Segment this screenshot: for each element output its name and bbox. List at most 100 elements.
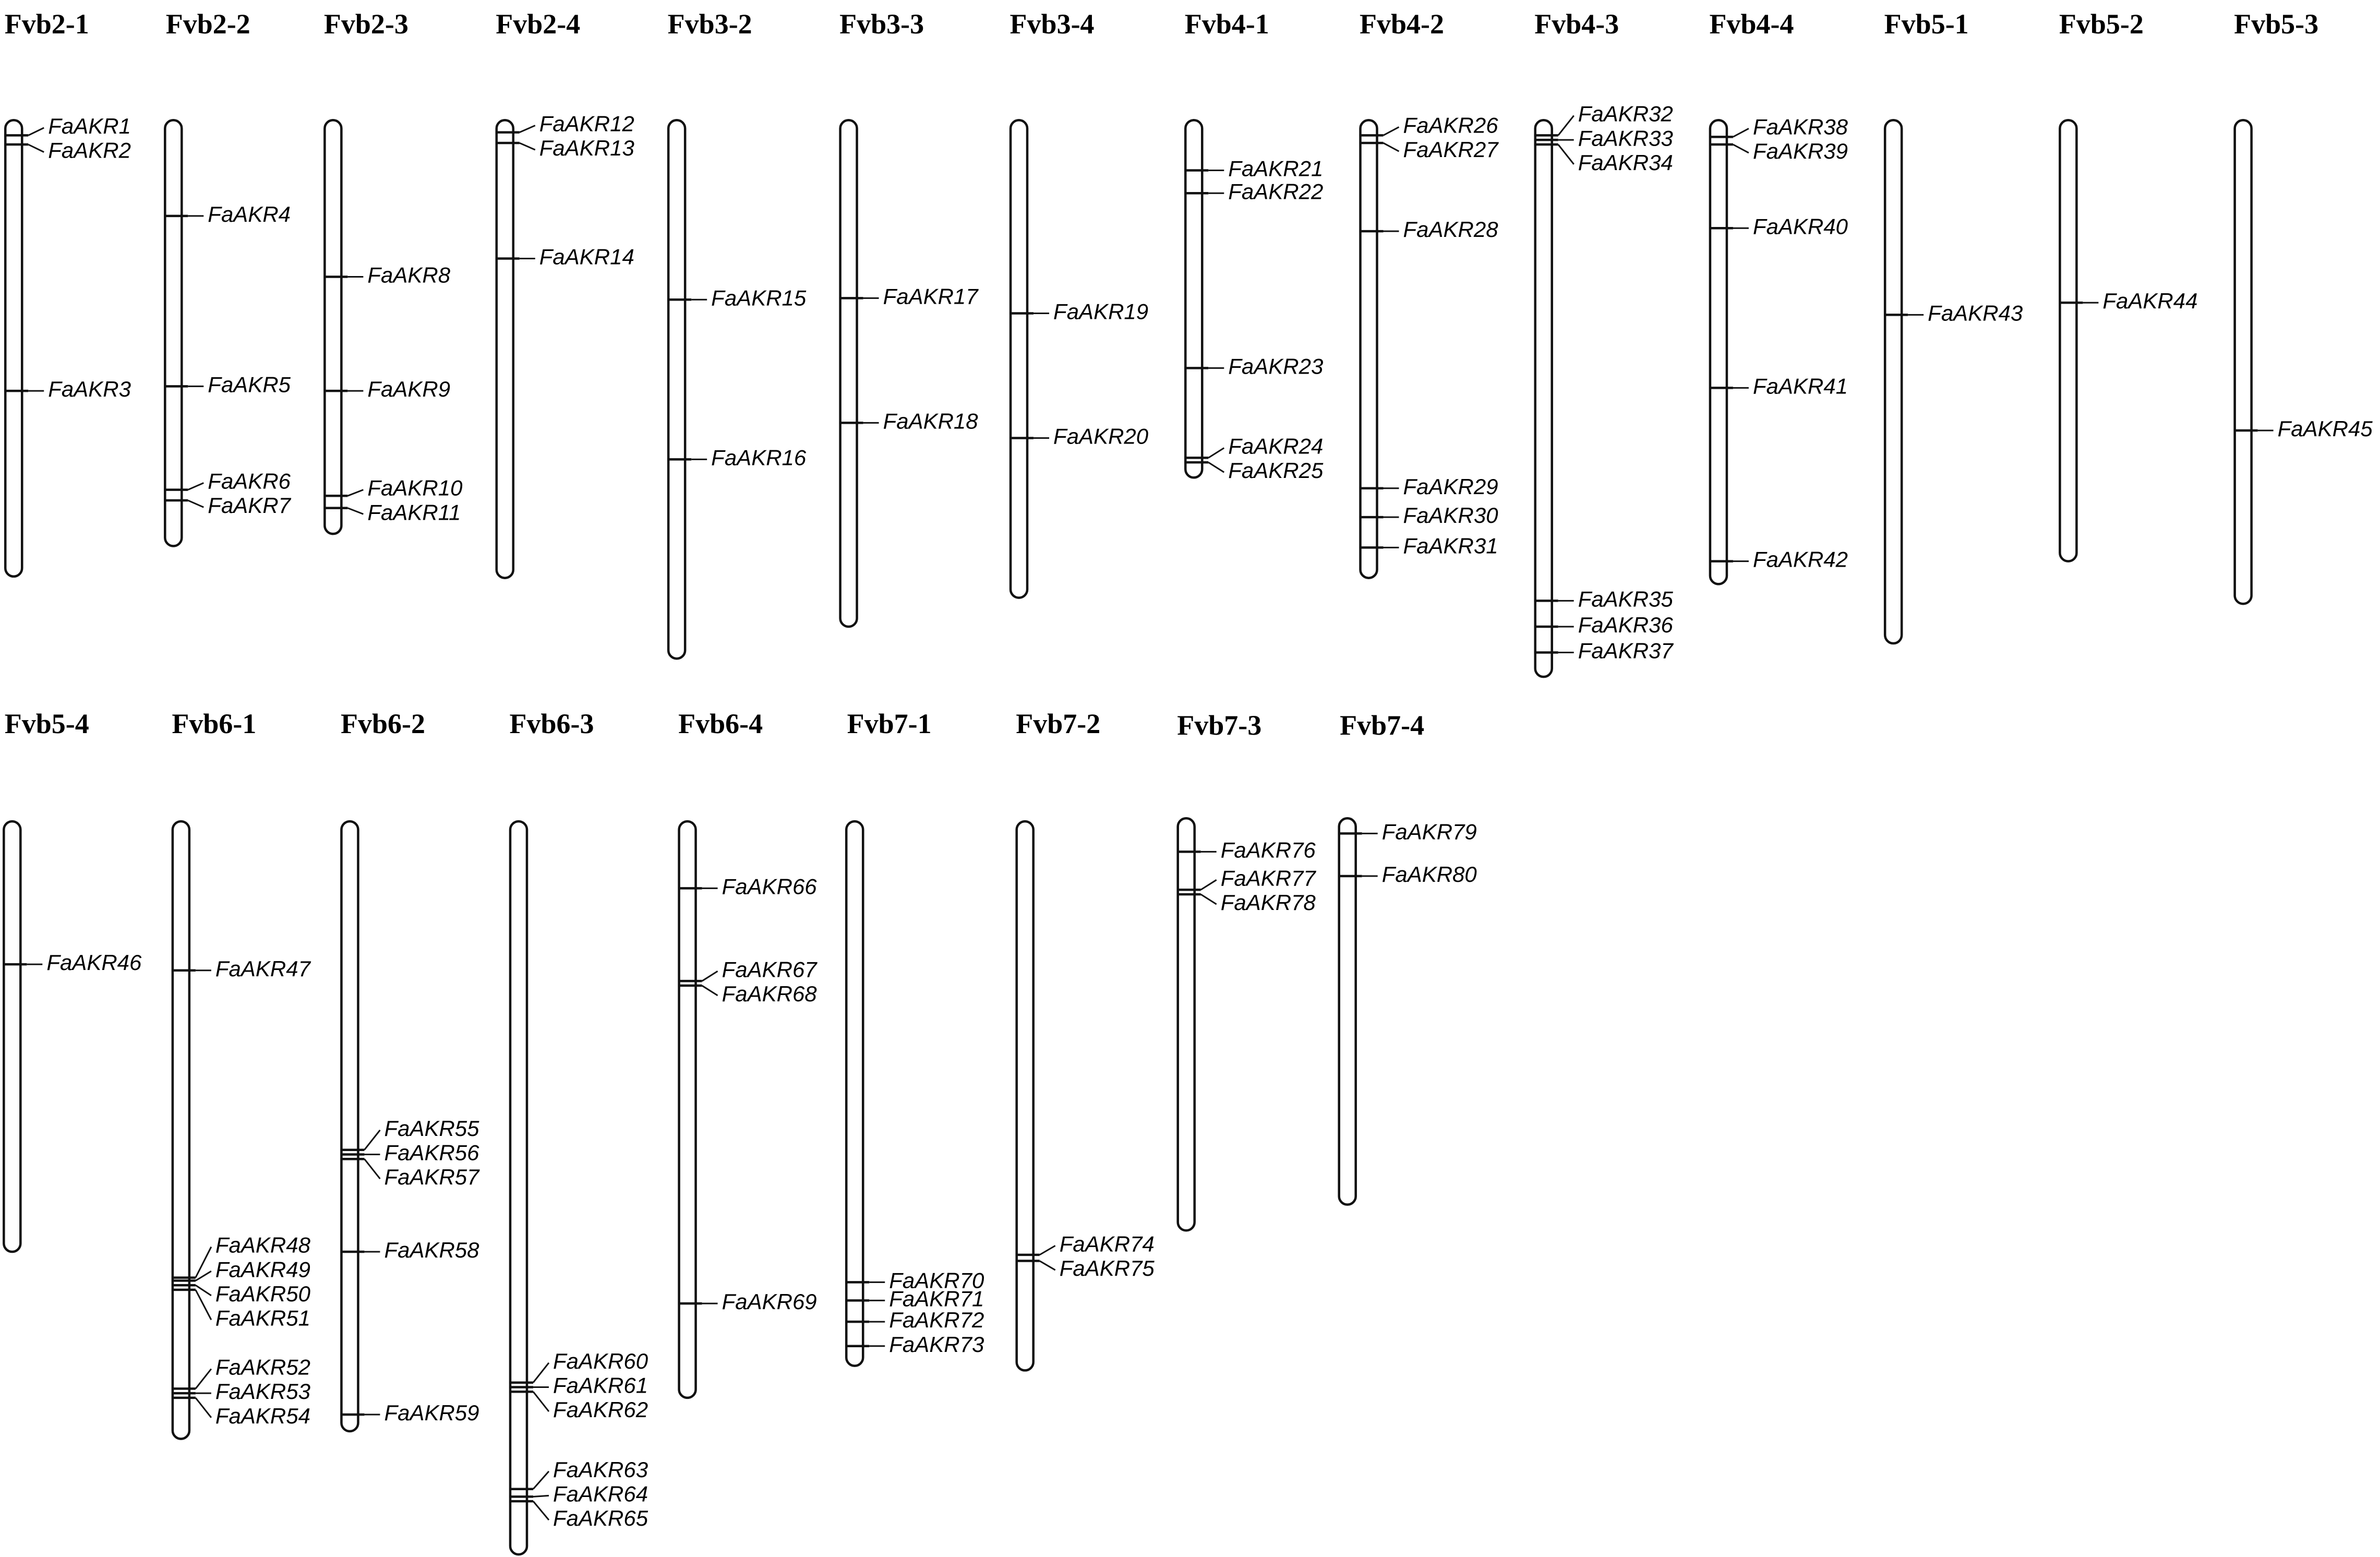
gene-leader-line [1557,115,1574,136]
gene-label: FaAKR40 [1753,214,1848,238]
gene-label: FaAKR20 [1053,424,1149,449]
chromosome-label: Fvb7-1 [847,708,932,739]
gene-label: FaAKR62 [553,1397,648,1422]
gene-label: FaAKR54 [215,1404,310,1428]
chromosome-bar [171,820,191,1440]
chromosome-bar [1009,119,1029,599]
chromosome-label: Fvb7-3 [1177,710,1261,741]
gene-label: FaAKR27 [1403,137,1499,162]
gene-leader-line [1383,142,1400,152]
chromosome-fvb6-3: Fvb6-3FaAKR60FaAKR61FaAKR62FaAKR63FaAKR6… [509,708,648,1556]
gene-label: FaAKR75 [1060,1256,1155,1280]
gene-label: FaAKR72 [889,1308,984,1332]
gene-leader-line [195,1289,212,1321]
gene-label: FaAKR51 [215,1306,310,1331]
gene-leader-line [519,125,536,133]
chromosome-label: Fvb4-4 [1709,8,1794,40]
chromosome-label: Fvb6-3 [510,708,594,739]
gene-label: FaAKR79 [1382,820,1477,844]
gene-label: FaAKR8 [367,263,450,288]
gene-label: FaAKR48 [215,1233,311,1257]
gene-label: FaAKR4 [208,202,291,226]
gene-label: FaAKR34 [1578,150,1673,175]
gene-label: FaAKR65 [553,1506,648,1530]
gene-label: FaAKR57 [384,1165,480,1189]
gene-label: FaAKR61 [553,1373,648,1398]
gene-label: FaAKR69 [722,1289,817,1314]
gene-leader-line [364,1129,381,1151]
chromosome-bar [1338,817,1357,1206]
gene-label: FaAKR46 [46,950,142,975]
gene-label: FaAKR2 [48,138,131,163]
chromosome-bar [1176,817,1196,1232]
gene-label: FaAKR18 [883,409,979,433]
gene-label: FaAKR71 [889,1286,984,1311]
chromosome-bar [4,119,23,578]
gene-leader-line [1200,893,1217,905]
gene-label: FaAKR7 [208,493,291,518]
gene-label: FaAKR32 [1578,102,1673,126]
gene-label: FaAKR68 [722,981,818,1006]
gene-label: FaAKR80 [1382,862,1477,887]
gene-leader-line [533,1494,549,1498]
gene-leader-line [532,1362,550,1383]
gene-label: FaAKR26 [1403,113,1499,137]
chromosome-label: Fvb7-4 [1340,710,1424,741]
gene-label: FaAKR77 [1221,866,1317,890]
chromosome-bar [495,119,515,579]
gene-label: FaAKR74 [1060,1231,1155,1256]
chromosome-bar [1359,119,1378,579]
chromosome-fvb4-2: Fvb4-2FaAKR26FaAKR27FaAKR28FaAKR29FaAKR3… [1359,8,1499,579]
chromosome-label: Fvb3-3 [839,8,924,40]
chromosome-fvb6-2: Fvb6-2FaAKR55FaAKR56FaAKR57FaAKR58FaAKR5… [340,708,480,1433]
gene-leader-line [519,142,536,151]
gene-label: FaAKR53 [215,1379,310,1404]
gene-label: FaAKR38 [1753,114,1848,139]
gene-label: FaAKR49 [215,1257,310,1281]
chromosome-bar [164,119,183,547]
gene-leader-line [195,1368,212,1390]
chromosome-bar [1883,119,1903,645]
chromosome-bar [667,119,687,660]
chromosome-bar [845,820,864,1367]
gene-leader-line [347,507,364,515]
gene-label: FaAKR19 [1053,300,1148,324]
gene-label: FaAKR14 [539,245,634,269]
chromosome-bar [2059,119,2078,562]
gene-label: FaAKR63 [553,1457,648,1482]
gene-leader-line [364,1158,381,1180]
gene-label: FaAKR67 [722,957,818,981]
gene-label: FaAKR76 [1221,837,1316,862]
gene-leader-line [1383,126,1400,136]
gene-label: FaAKR35 [1578,587,1674,612]
gene-label: FaAKR43 [1928,301,2023,325]
gene-label: FaAKR42 [1753,547,1848,572]
chromosome-label: Fvb5-4 [5,708,89,739]
gene-label: FaAKR3 [48,377,131,401]
gene-leader-line [28,127,44,136]
gene-label: FaAKR66 [722,874,818,899]
chromosome-bar [2233,119,2253,605]
gene-leader-line [532,1470,550,1490]
gene-label: FaAKR10 [367,476,463,500]
chromosome-label: Fvb6-2 [341,708,425,739]
gene-label: FaAKR52 [215,1355,310,1380]
gene-leader-line [195,1246,212,1278]
chromosome-label: Fvb3-4 [1010,8,1095,40]
gene-leader-line [1039,1245,1056,1256]
gene-leader-line [1200,879,1217,891]
chromosome-fvb4-3: Fvb4-3FaAKR32FaAKR33FaAKR34FaAKR35FaAKR3… [1534,8,1674,678]
gene-label: FaAKR44 [2102,289,2197,313]
gene-leader-line [187,499,204,508]
chromosome-bar [839,119,858,628]
gene-leader-line [1733,143,1749,154]
